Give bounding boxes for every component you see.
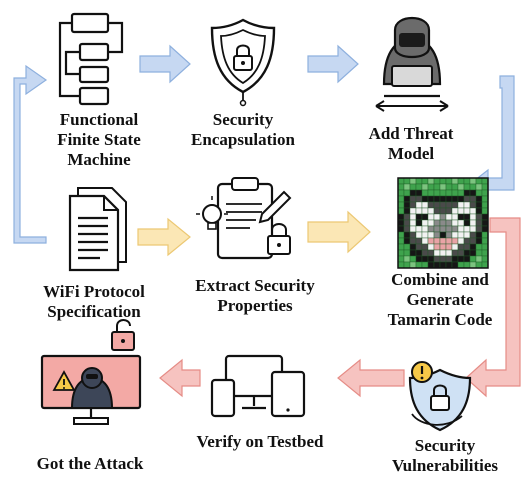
tamarin-label-line2: Generate — [406, 290, 474, 309]
yellow-arrow-spec-to-extract — [137, 217, 191, 257]
extract-label-line1: Extract Security — [195, 276, 315, 295]
devices-icon — [210, 354, 306, 418]
node-label-encap: Security Encapsulation — [180, 110, 306, 150]
node-label-attack: Got the Attack — [20, 454, 160, 474]
document-icon — [68, 187, 127, 272]
vuln-label-line1: Security — [414, 436, 476, 455]
node-label-extract: Extract Security Properties — [180, 276, 330, 316]
shield-lock-icon — [210, 18, 276, 107]
node-label-spec: WiFi Protocol Specification — [24, 282, 164, 322]
tamarin-label-line1: Combine and — [391, 270, 489, 289]
fsm-label-line3: Machine — [67, 150, 131, 169]
yellow-arrow-extract-to-tamarin — [307, 210, 371, 254]
tamarin-pixel-logo — [397, 177, 489, 269]
node-label-tamarin: Combine and Generate Tamarin Code — [370, 270, 510, 330]
fsm-label-line1: Functional — [59, 110, 139, 129]
spec-label-line1: WiFi Protocol — [43, 282, 145, 301]
threat-label-line1: Add Threat — [368, 124, 454, 143]
tamarin-label-line3: Tamarin Code — [387, 310, 493, 329]
flowchart-icon — [58, 12, 124, 106]
red-arrow-vuln-to-testbed — [337, 358, 405, 398]
encap-label-line2: Encapsulation — [191, 130, 295, 149]
attack-label-line1: Got the Attack — [36, 454, 144, 473]
spec-label-line2: Specification — [47, 302, 141, 321]
blue-arrow-fsm-to-encap — [139, 44, 191, 84]
red-arrow-tamarin-to-vuln — [465, 217, 521, 398]
shield-lock-warning-icon — [408, 361, 472, 432]
blue-arrow-encap-to-threat — [307, 44, 359, 84]
testbed-label-line1: Verify on Testbed — [196, 432, 324, 451]
extract-label-line2: Properties — [217, 296, 293, 315]
fsm-label-line2: Finite State — [57, 130, 141, 149]
threat-label-line2: Model — [387, 144, 435, 163]
node-label-vuln: Security Vulnerabilities — [380, 436, 510, 476]
encap-label-line1: Security — [212, 110, 274, 129]
node-label-threat: Add Threat Model — [356, 124, 466, 164]
clipboard-pen-lock-icon — [196, 177, 292, 260]
hacker-icon — [375, 17, 449, 112]
red-arrow-testbed-to-attack — [159, 358, 201, 398]
hacker-monitor-warning-icon — [40, 319, 142, 425]
blue-loop-arrow-left — [13, 64, 48, 244]
blue-arrow-threat-to-tamarin — [469, 75, 515, 200]
node-label-fsm: Functional Finite State Machine — [44, 110, 154, 170]
node-label-testbed: Verify on Testbed — [180, 432, 340, 452]
vuln-label-line2: Vulnerabilities — [391, 456, 499, 475]
